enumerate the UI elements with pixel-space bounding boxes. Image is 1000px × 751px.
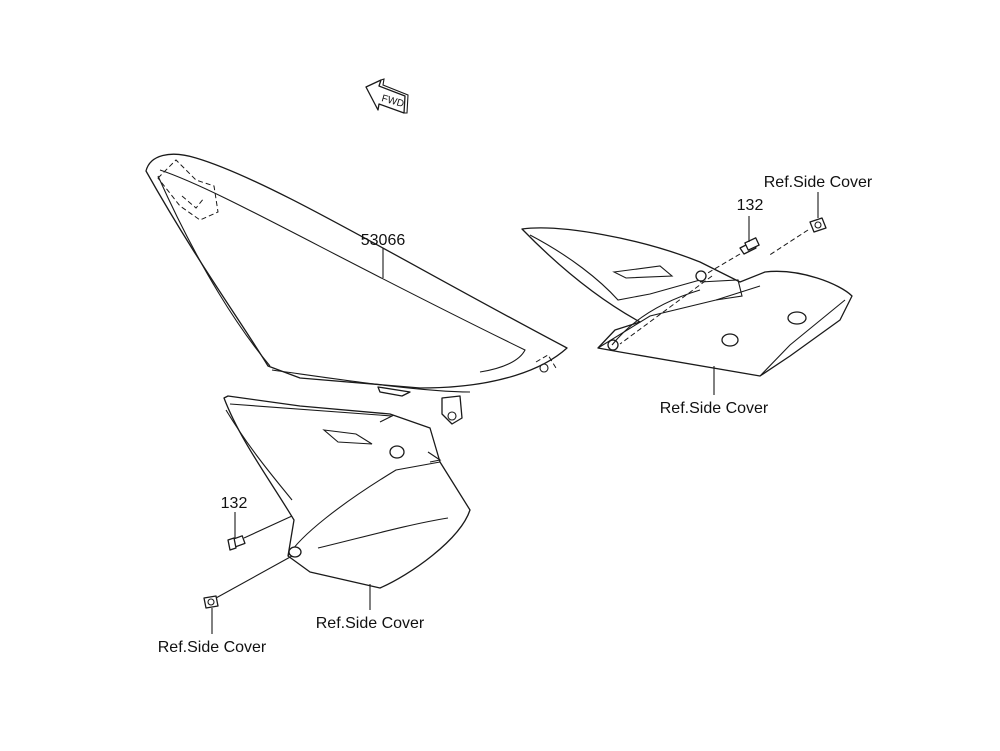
callout-ref-side-cover-rear-panel: Ref.Side Cover [660,400,769,417]
callout-ref-side-cover-front-panel: Ref.Side Cover [316,615,425,632]
callout-seat-53066: 53066 [361,232,406,249]
washer-bolt-rear [809,217,827,233]
side-cover-rear [521,227,853,377]
forward-arrow-icon: FWD [365,78,409,114]
bolt-132-rear [739,237,760,255]
bolt-132-front [227,535,246,551]
seat [145,153,568,425]
leader-lines [211,192,819,634]
callout-ref-side-cover-bottom-left: Ref.Side Cover [158,639,267,656]
callout-ref-side-cover-top-right: Ref.Side Cover [764,174,873,191]
callout-bolt-132-front: 132 [221,495,248,512]
callout-bolt-132-rear: 132 [737,197,764,214]
side-cover-front [223,395,471,589]
washer-bolt-front [203,595,219,609]
